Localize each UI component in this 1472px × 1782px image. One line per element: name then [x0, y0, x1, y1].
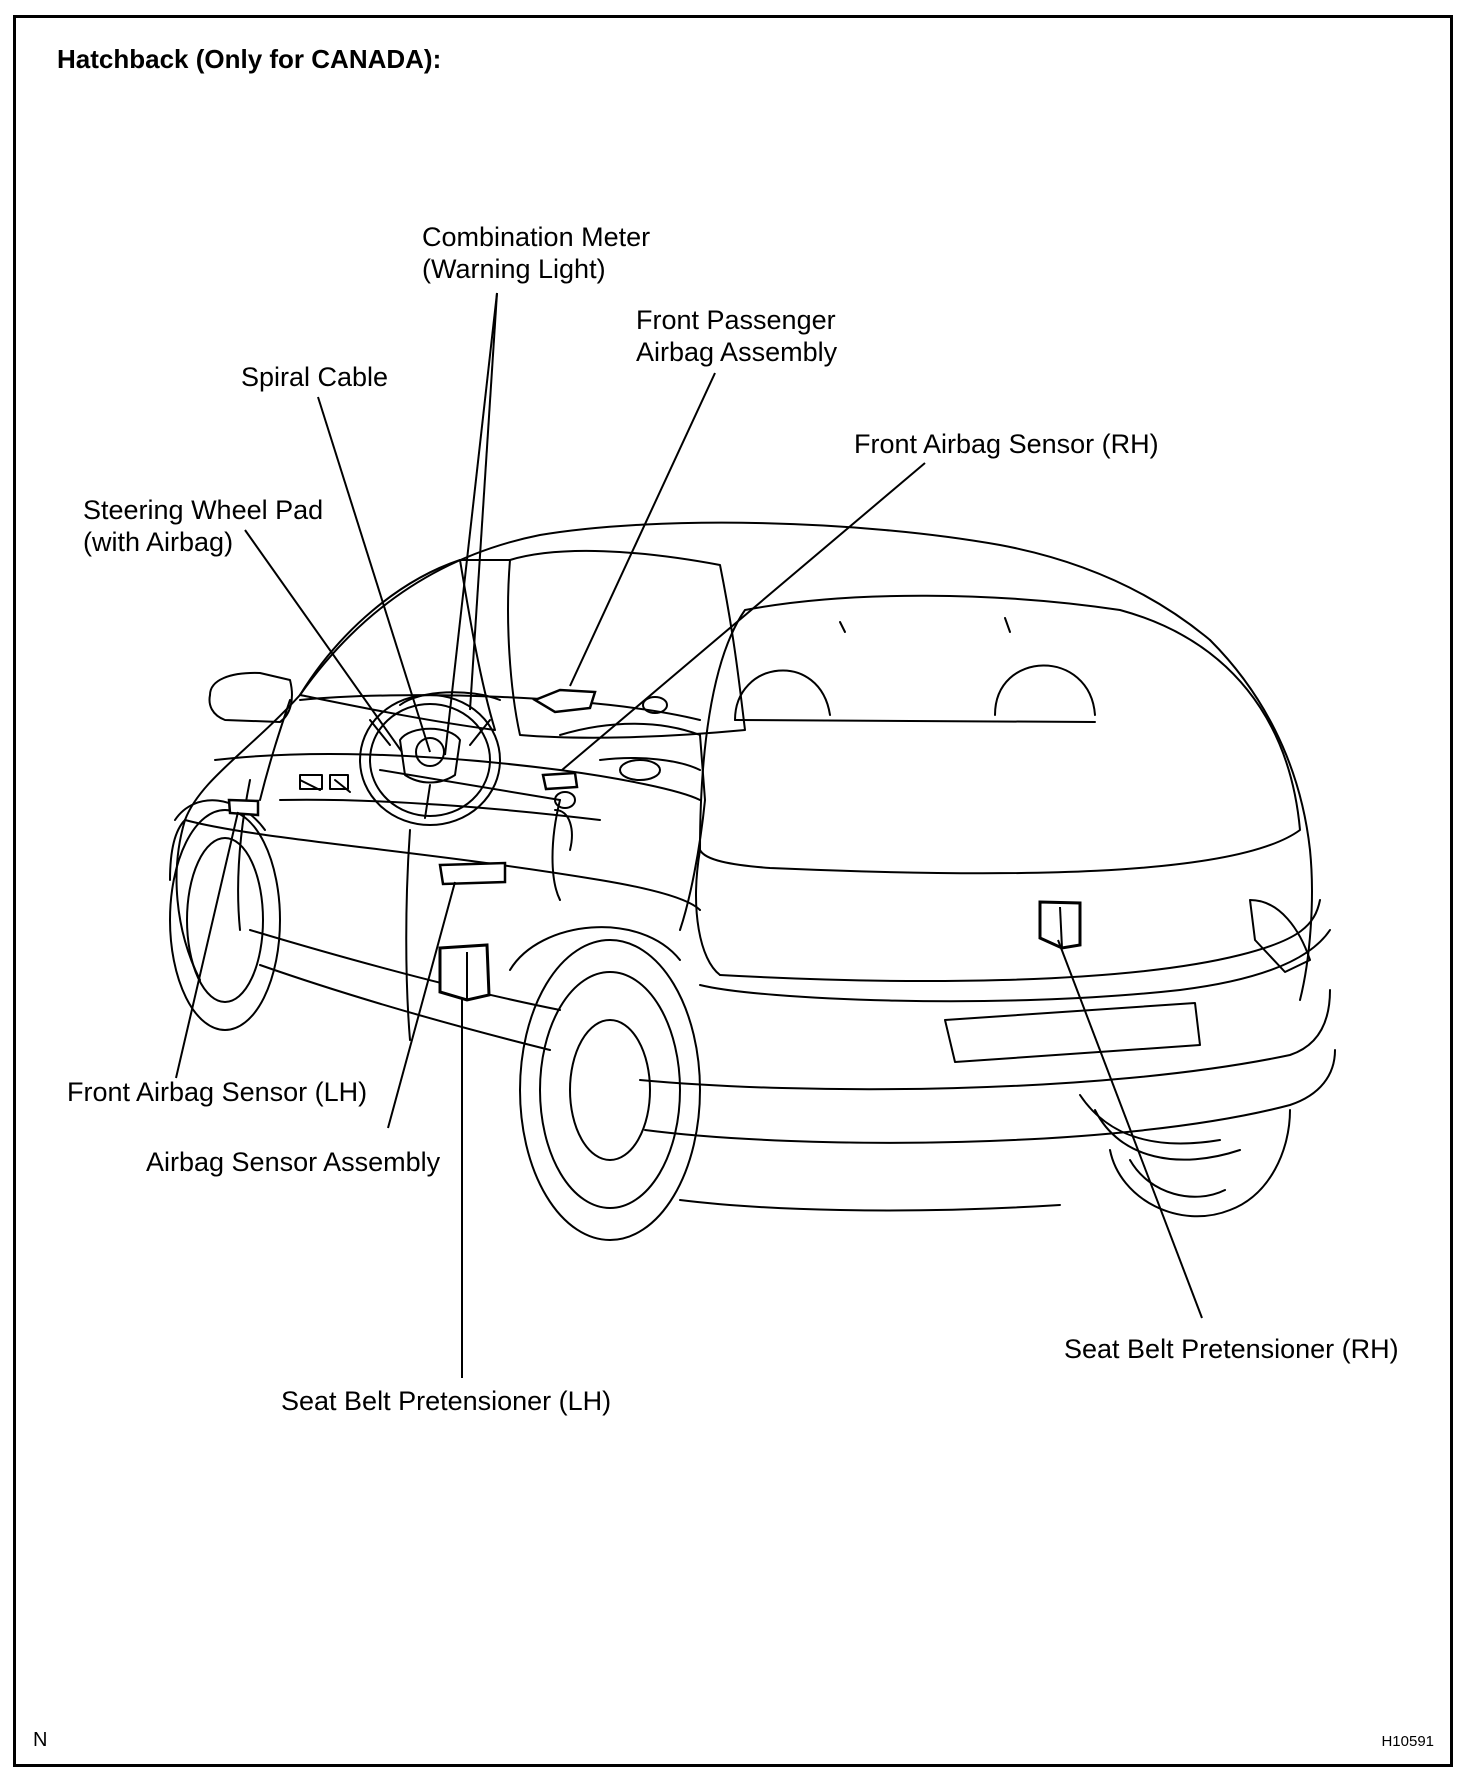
leader-front-airbag-sensor-lh: [175, 811, 239, 1079]
label-seat-belt-pretensioner-rh: Seat Belt Pretensioner (RH): [1064, 1334, 1399, 1364]
label-front-passenger-airbag-line2: Airbag Assembly: [636, 337, 838, 367]
car-illustration: [169, 521, 1336, 1241]
leader-steering-wheel-pad: [244, 529, 403, 753]
callouts: Combination Meter (Warning Light) Front …: [67, 222, 1399, 1416]
leader-lines: [175, 292, 1203, 1378]
leader-seat-belt-pretensioner-rh: [1057, 939, 1203, 1319]
diagram-frame: [13, 15, 1453, 1767]
front-airbag-sensor-lh-marker: [227, 798, 260, 817]
leader-combination-meter: [469, 292, 498, 711]
label-combination-meter-line2: (Warning Light): [422, 254, 606, 284]
leader-spiral-cable: [317, 396, 431, 753]
front-airbag-sensor-rh-marker: [541, 771, 579, 791]
label-front-airbag-sensor-rh: Front Airbag Sensor (RH): [854, 429, 1159, 459]
seat-belt-pretensioner-lh-marker: [438, 943, 491, 1002]
label-steering-wheel-pad-line1: Steering Wheel Pad: [83, 495, 323, 525]
diagram-title: Hatchback (Only for CANADA):: [57, 44, 442, 74]
label-spiral-cable: Spiral Cable: [241, 362, 388, 392]
label-steering-wheel-pad-line2: (with Airbag): [83, 527, 233, 557]
label-front-passenger-airbag-line1: Front Passenger: [636, 305, 836, 335]
leader-front-passenger-airbag: [569, 372, 716, 687]
label-front-airbag-sensor-lh: Front Airbag Sensor (LH): [67, 1077, 367, 1107]
figure-id: H10591: [1381, 1733, 1434, 1750]
leader-front-airbag-sensor-rh: [561, 462, 926, 771]
label-combination-meter-line1: Combination Meter: [422, 222, 650, 252]
label-seat-belt-pretensioner-lh: Seat Belt Pretensioner (LH): [281, 1386, 611, 1416]
label-airbag-sensor-assembly: Airbag Sensor Assembly: [146, 1147, 441, 1177]
front-passenger-airbag-marker: [532, 688, 597, 714]
component-markers: [227, 688, 1082, 1002]
corner-mark-n: N: [33, 1729, 48, 1751]
leader-airbag-sensor-assembly: [387, 881, 456, 1129]
leader-combination-meter-b: [444, 292, 498, 756]
airbag-sensor-assembly-marker: [438, 861, 507, 886]
